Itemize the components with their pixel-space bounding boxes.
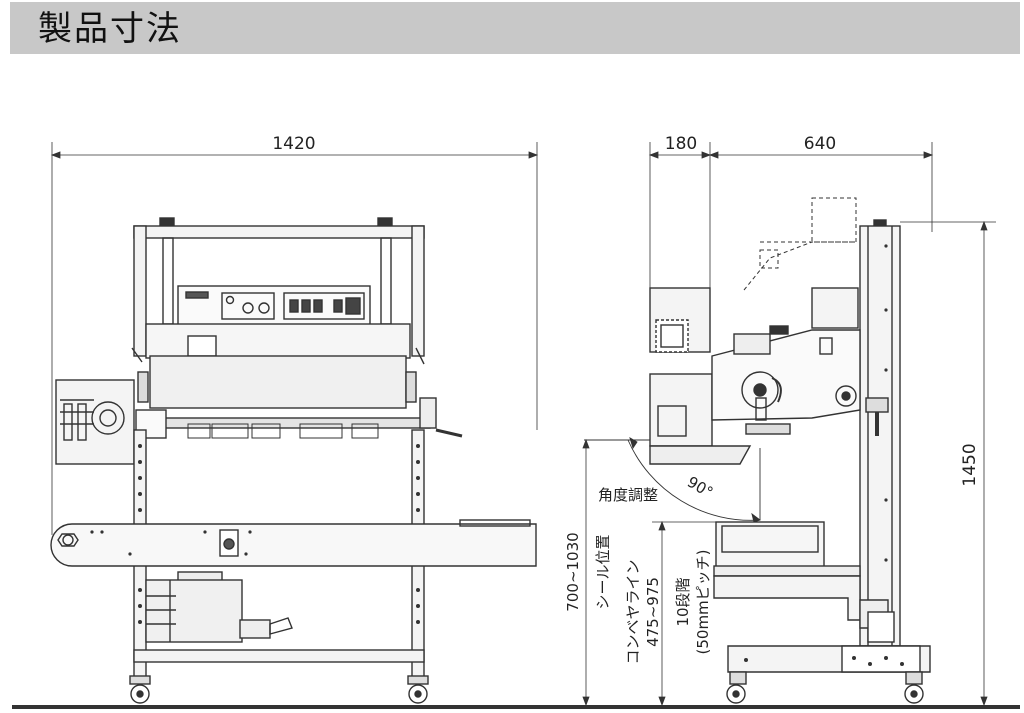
angle-caption: 角度調整 [598, 486, 658, 504]
conveyor-range: 475~975 [644, 577, 662, 647]
front-view: 1420 [50, 134, 539, 704]
side-dim-1450: 1450 [960, 443, 980, 486]
seal-range: 700~1030 [564, 532, 582, 611]
header-bar [10, 2, 1020, 54]
page-title: 製品寸法 [38, 9, 182, 49]
front-width-label: 1420 [272, 134, 315, 154]
steps-caption: 10段階 [674, 577, 692, 626]
seal-caption: シール位置 [594, 534, 612, 609]
front-width-dimension [50, 142, 539, 535]
side-dim-180: 180 [665, 134, 697, 154]
angle-label: 90° [684, 473, 716, 502]
conveyor-caption: コンベヤライン [624, 559, 642, 664]
side-dim-640: 640 [804, 134, 836, 154]
side-view: 180 640 1450 [564, 134, 996, 707]
pitch-caption: (50mmピッチ) [694, 549, 712, 654]
